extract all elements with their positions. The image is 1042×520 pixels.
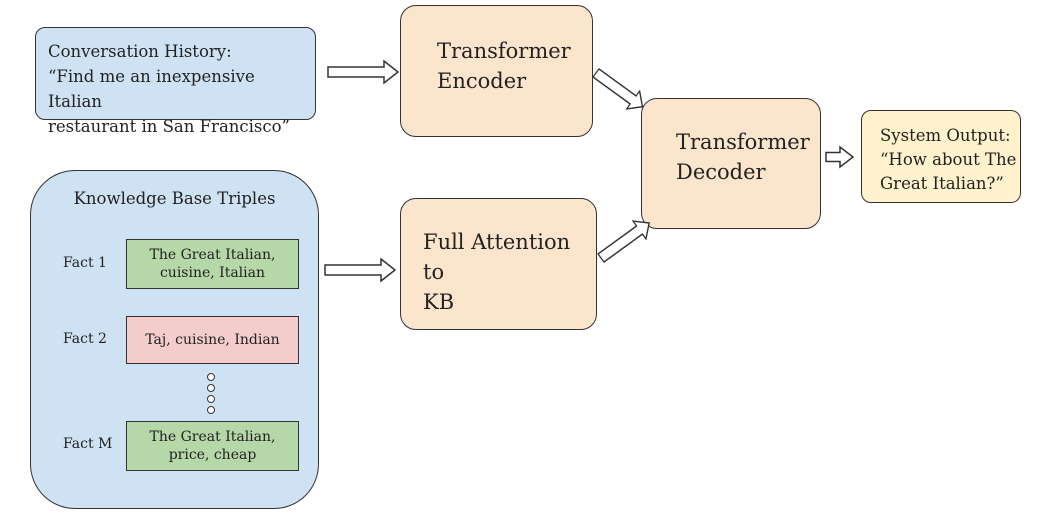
fact-1-text-line2: cuisine, Italian bbox=[159, 265, 265, 281]
knowledge-base-box: Knowledge Base Triples Fact 1 The Great … bbox=[30, 170, 319, 509]
fact-m-text-line2: price, cheap bbox=[168, 447, 257, 463]
conversation-to-encoder-arrow bbox=[327, 60, 399, 84]
decoder-to-output-arrow bbox=[825, 146, 854, 168]
system-output-box: System Output: “How about The Great Ital… bbox=[861, 110, 1021, 203]
fact-m-box: The Great Italian, price, cheap bbox=[126, 421, 299, 471]
full-attention-box: Full Attention to KB bbox=[400, 198, 597, 330]
attention-to-decoder-arrow bbox=[593, 213, 657, 268]
encoder-label-line2: Encoder bbox=[437, 69, 527, 93]
conversation-history-quote-line1: “Find me an inexpensive Italian bbox=[48, 67, 255, 111]
transformer-encoder-box: Transformer Encoder bbox=[400, 5, 593, 137]
transformer-decoder-box: Transformer Decoder bbox=[641, 98, 821, 229]
ellipsis-dot bbox=[207, 373, 215, 381]
ellipsis-dot bbox=[207, 395, 215, 403]
fact-m-label: Fact M bbox=[63, 436, 113, 452]
fact-1-label: Fact 1 bbox=[63, 255, 107, 271]
fact-2-label: Fact 2 bbox=[63, 331, 107, 347]
ellipsis-dot bbox=[207, 384, 215, 392]
fact-m-text-line1: The Great Italian, bbox=[149, 429, 276, 445]
conversation-history-box: Conversation History: “Find me an inexpe… bbox=[35, 27, 316, 136]
system-output-title: System Output: bbox=[880, 126, 1011, 145]
fact-2-text: Taj, cuisine, Indian bbox=[145, 332, 280, 348]
system-output-quote-line2: Great Italian?” bbox=[880, 174, 1004, 193]
knowledge-base-title: Knowledge Base Triples bbox=[73, 189, 276, 208]
fact-1-text-line1: The Great Italian, bbox=[149, 247, 276, 263]
system-output-quote-line1: “How about The bbox=[880, 150, 1017, 169]
kb-to-attention-arrow bbox=[324, 258, 396, 282]
conversation-history-quote-line2: restaurant in San Francisco” bbox=[48, 117, 290, 136]
attention-label-line2: KB bbox=[423, 290, 455, 314]
ellipsis-dot bbox=[207, 406, 215, 414]
fact-1-box: The Great Italian, cuisine, Italian bbox=[126, 239, 299, 289]
decoder-label-line1: Transformer bbox=[676, 130, 810, 154]
fact-2-box: Taj, cuisine, Indian bbox=[126, 316, 299, 364]
encoder-to-decoder-arrow bbox=[588, 63, 650, 117]
attention-label-line1: Full Attention to bbox=[423, 230, 571, 284]
decoder-label-line2: Decoder bbox=[676, 160, 766, 184]
encoder-label-line1: Transformer bbox=[437, 39, 571, 63]
conversation-history-title: Conversation History: bbox=[48, 42, 232, 61]
